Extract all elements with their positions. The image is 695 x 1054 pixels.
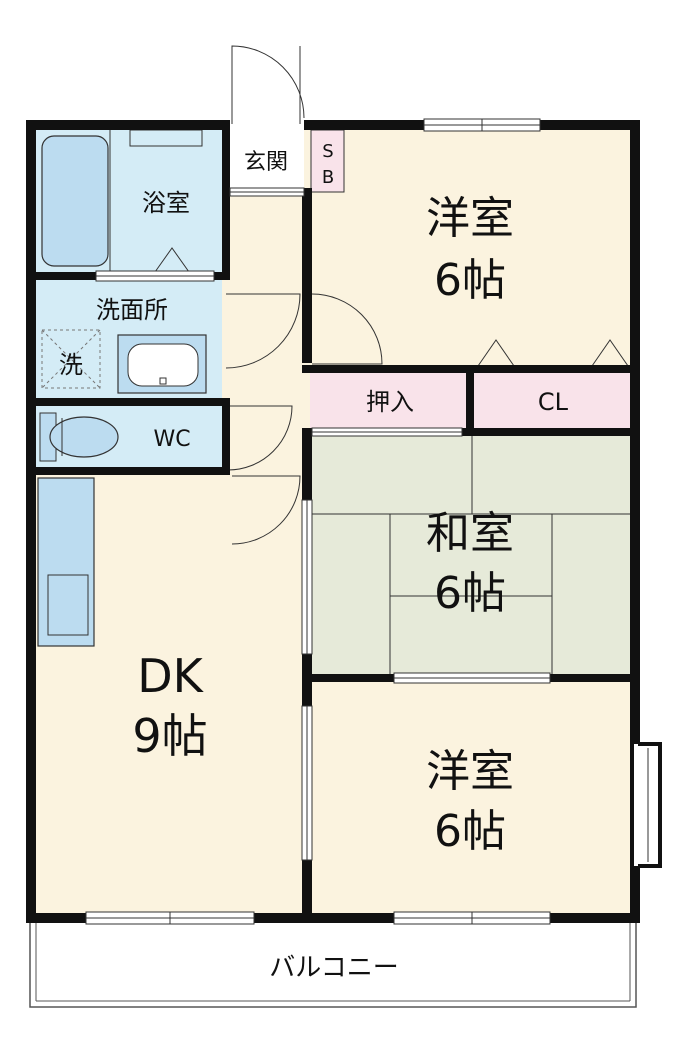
shoebox-label-1: S: [322, 141, 333, 162]
western-south-name: 洋室: [426, 746, 514, 797]
tatami-lines: [312, 434, 632, 676]
door-swings: [225, 45, 383, 545]
dk-name: DK: [137, 649, 204, 703]
dk-size: 9帖: [132, 709, 207, 763]
japanese-floor: [310, 434, 632, 676]
western-north-floor: [310, 127, 632, 367]
shoebox-floor: [310, 129, 345, 193]
western-north-name: 洋室: [426, 193, 514, 244]
entrance-floor: [230, 127, 304, 195]
bathtub: [41, 135, 109, 267]
western-north-size: 6帖: [434, 255, 506, 306]
western-south-size: 6帖: [434, 806, 506, 857]
balcony-label: バルコニー: [269, 953, 398, 983]
shoebox-label-2: B: [322, 167, 334, 188]
washer-label: 洗: [59, 351, 83, 379]
balcony-area: [29, 921, 637, 1008]
wc-label: WC: [153, 427, 190, 452]
oshiire-floor: [310, 372, 470, 430]
japanese-name: 和室: [426, 508, 514, 559]
washroom-label: 洗面所: [96, 296, 168, 324]
kitchen-counter: [37, 477, 95, 647]
washer-space: [41, 329, 101, 389]
japanese-size: 6帖: [434, 568, 506, 619]
entrance-label: 玄関: [244, 150, 288, 175]
windows: [85, 118, 551, 925]
oshiire-label: 押入: [366, 388, 414, 416]
bath-label: 浴室: [142, 189, 190, 217]
cl-label: CL: [538, 388, 569, 416]
cl-floor: [474, 372, 632, 430]
western-south-floor: [310, 680, 632, 918]
toilet: [39, 412, 119, 462]
